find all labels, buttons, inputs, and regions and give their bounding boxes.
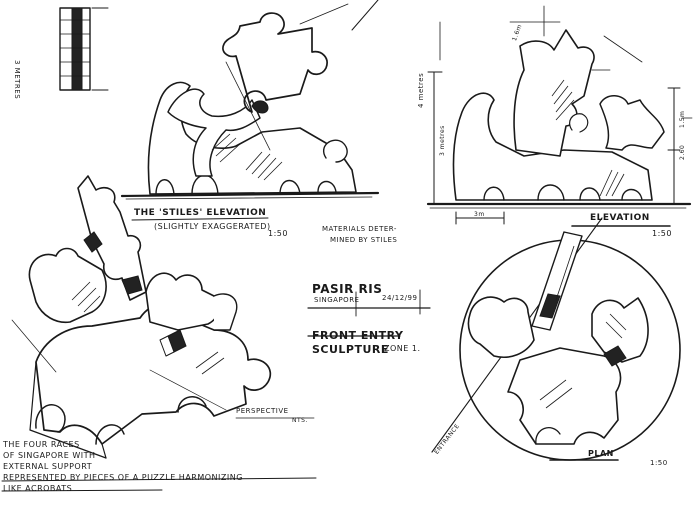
concept-line2: OF SINGAPORE WITH: [3, 451, 96, 460]
dim-base-label: 3m: [474, 211, 485, 218]
drawing-title-line2: SCULPTURE: [312, 343, 389, 356]
zone-label: ZONE 1.: [384, 344, 421, 353]
plan-title: PLAN: [588, 449, 614, 458]
stiles-elevation-subtitle: (SLIGHTLY EXAGGERATED): [154, 222, 271, 231]
stiles-elevation-title: THE 'STILES' ELEVATION: [134, 208, 267, 218]
concept-line5: LIKE ACROBATS: [3, 484, 73, 493]
concept-note-rules: [1, 477, 317, 492]
stiles-elevation-scale: 1:50: [268, 229, 288, 238]
concept-line3: EXTERNAL SUPPORT: [3, 462, 93, 471]
drawing-date: 24/12/99: [382, 294, 418, 302]
perspective-drawing: [11, 175, 272, 459]
material-strip: [59, 7, 109, 91]
dim-a-label: 3 metres: [439, 125, 446, 156]
title-block: [307, 289, 431, 337]
dim-d-label: 1.5m: [679, 110, 686, 128]
materials-note-line2: MINED BY STILES: [330, 236, 398, 244]
drawing-title-line1: FRONT ENTRY: [312, 329, 404, 342]
materials-note-line1: MATERIALS DETER-: [322, 225, 397, 233]
elevation-drawing: [426, 5, 693, 225]
plan-drawing: [431, 217, 681, 461]
dim-c-label: 2.60: [679, 144, 686, 160]
client-location: SINGAPORE: [314, 296, 360, 304]
stiles-elevation-drawing: [120, 0, 380, 200]
elevation-title: ELEVATION: [590, 213, 650, 223]
dim-height-right-label: 4 metres: [417, 72, 425, 108]
concept-line4: REPRESENTED BY PIECES OF A PUZZLE HARMON…: [3, 473, 243, 482]
elevation-scale: 1:50: [652, 229, 672, 238]
dim-height-left-label: 3 METRES: [13, 60, 21, 100]
perspective-title: PERSPECTIVE: [236, 407, 289, 415]
plan-scale: 1:50: [650, 459, 668, 467]
perspective-scale: NTS.: [292, 417, 308, 424]
concept-line1: THE FOUR RACES: [3, 440, 80, 449]
client-name: PASIR RIS: [312, 282, 383, 296]
